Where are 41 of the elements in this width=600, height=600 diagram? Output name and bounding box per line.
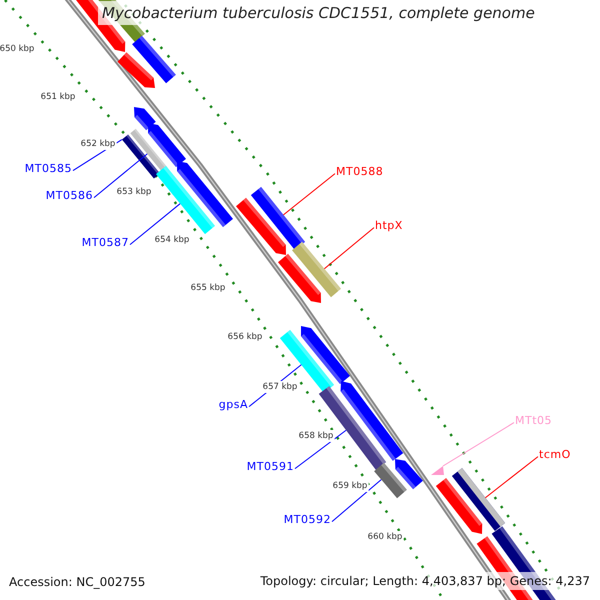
accession-text: Accession: NC_002755	[9, 574, 146, 590]
gene-label: MT0591	[246, 459, 294, 475]
gene-block	[318, 386, 386, 470]
gene-label: MT0587	[82, 235, 129, 251]
gene-block	[431, 466, 444, 475]
tick-label: 656 kbp	[226, 331, 264, 343]
leader-line	[442, 422, 514, 466]
leader-line	[282, 173, 336, 216]
gene-block	[250, 186, 306, 250]
gene-block	[280, 330, 334, 394]
gene-block	[122, 134, 160, 178]
gene-label: MT0588	[336, 164, 384, 180]
tick-label: 659 kbp	[332, 480, 368, 492]
topology-text: Topology: circular; Length: 4,403,837 bp; Genes: 4,237	[258, 572, 592, 590]
gene-block	[452, 468, 506, 531]
tick-label: 650 kbp	[0, 43, 36, 55]
tick-label: 653 kbp	[116, 186, 152, 198]
tick-label: 654 kbp	[154, 234, 190, 246]
gene-label: tcmO	[539, 447, 571, 463]
gene-label: MT0586	[46, 188, 93, 204]
leader-line	[324, 227, 374, 270]
tick-label: 658 kbp	[298, 430, 334, 442]
gene-block	[374, 462, 407, 498]
gene-label: MTt05	[515, 413, 552, 429]
tick-label: 652 kbp	[80, 138, 116, 150]
gene-label: MT0585	[24, 161, 72, 177]
gene-block	[156, 166, 215, 234]
tick-label: 657 kbp	[262, 381, 298, 393]
leader-line	[130, 203, 181, 246]
gene-label: MT0592	[284, 512, 331, 528]
leader-line	[94, 153, 148, 198]
tick-label: 660 kbp	[366, 531, 404, 543]
leader-line	[484, 456, 538, 498]
tick-label: 655 kbp	[190, 282, 226, 294]
gene-label: gpsA	[218, 397, 248, 413]
leader-line	[332, 479, 382, 522]
gene-block	[292, 242, 341, 298]
gene-block	[130, 128, 168, 172]
gene-label: htpX	[375, 218, 403, 234]
leader-line	[294, 430, 347, 470]
tick-label: 651 kbp	[40, 91, 76, 103]
